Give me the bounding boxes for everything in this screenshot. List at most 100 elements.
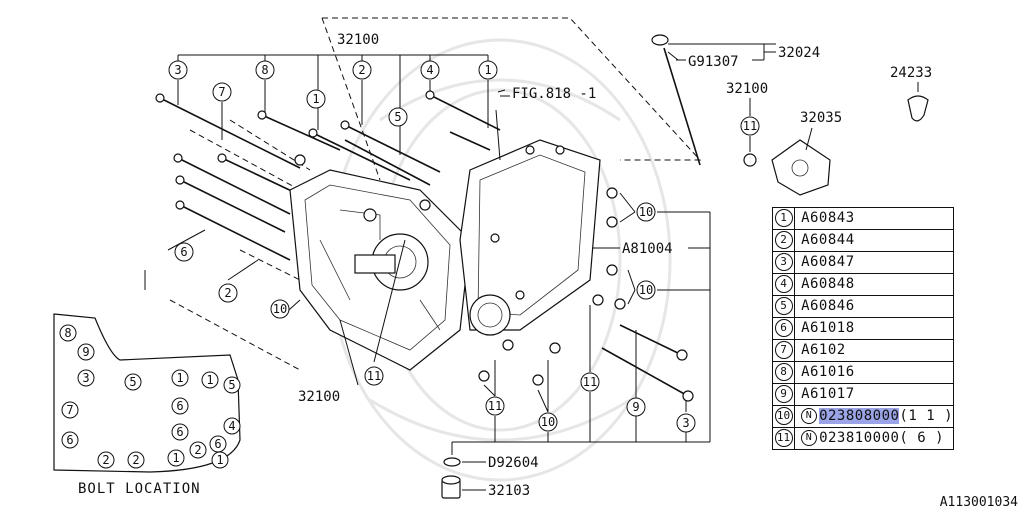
prefix-badge: N [801, 408, 818, 424]
svg-text:11: 11 [488, 399, 502, 413]
ref-number-badge: 11 [774, 429, 793, 447]
watermark [328, 38, 672, 482]
parts-row-ref: 4 [771, 273, 796, 296]
parts-row-part-number[interactable]: A61016 [794, 361, 954, 384]
callout-2-low: 2 [218, 283, 238, 303]
label-32035: 32035 [800, 110, 842, 126]
svg-text:1: 1 [484, 63, 491, 77]
ref-number-badge: 3 [774, 253, 793, 271]
svg-text:7: 7 [218, 85, 225, 99]
parts-row-ref: 5 [771, 295, 796, 318]
parts-row-ref: 7 [771, 339, 796, 362]
parts-row-part-number[interactable]: A60844 [794, 229, 954, 252]
callout-9: 9 [626, 397, 646, 417]
svg-text:11: 11 [367, 369, 381, 383]
svg-text:10: 10 [273, 302, 287, 316]
part-number-text: A6102 [801, 342, 846, 358]
svg-text:6: 6 [214, 437, 221, 451]
parts-row-ref: 8 [771, 361, 796, 384]
svg-text:1: 1 [216, 453, 223, 467]
svg-text:1: 1 [312, 92, 319, 106]
svg-text:4: 4 [228, 419, 235, 433]
label-a81004: A81004 [622, 241, 673, 257]
svg-text:2: 2 [132, 453, 139, 467]
parts-row[interactable]: 7 A6102 [771, 339, 954, 362]
svg-text:2: 2 [224, 286, 231, 300]
parts-row-part-number[interactable]: A60847 [794, 251, 954, 274]
svg-text:6: 6 [66, 433, 73, 447]
label-32100-right: 32100 [726, 81, 768, 97]
svg-text:11: 11 [743, 119, 757, 133]
parts-row[interactable]: 5 A60846 [771, 295, 954, 318]
svg-text:1: 1 [206, 373, 213, 387]
part-number-text: 023808000 [819, 408, 900, 424]
label-fig-ref: FIG.818 -1 [512, 86, 596, 102]
callout-2-top: 2 [352, 60, 372, 80]
svg-text:1: 1 [172, 451, 179, 465]
parts-row[interactable]: 4 A60848 [771, 273, 954, 296]
ref-number-badge: 4 [774, 275, 793, 293]
ref-number-badge: 8 [774, 363, 793, 381]
svg-text:4: 4 [426, 63, 433, 77]
part-quantity: (1 1 ) [899, 408, 953, 424]
parts-row-ref: 2 [771, 229, 796, 252]
parts-row-part-number[interactable]: A60846 [794, 295, 954, 318]
svg-text:10: 10 [639, 283, 653, 297]
ref-number-badge: 5 [774, 297, 793, 315]
parts-row-ref: 9 [771, 383, 796, 406]
svg-text:11: 11 [583, 375, 597, 389]
ref-number-badge: 7 [774, 341, 793, 359]
bolt-location-title: BOLT LOCATION [78, 481, 201, 497]
svg-text:1: 1 [176, 371, 183, 385]
callout-10-right-a: 10 [636, 202, 656, 222]
parts-row-part-number[interactable]: A60843 [794, 207, 954, 230]
svg-text:5: 5 [394, 110, 401, 124]
parts-row-part-number[interactable]: A6102 [794, 339, 954, 362]
label-32100-top: 32100 [337, 32, 379, 48]
transmission-case [289, 139, 601, 371]
part-number-text: A60848 [801, 276, 855, 292]
svg-text:10: 10 [541, 415, 555, 429]
parts-row-part-number[interactable]: A61018 [794, 317, 954, 340]
callout-4: 4 [420, 60, 440, 80]
parts-row-part-number[interactable]: A60848 [794, 273, 954, 296]
part-number-text: A61016 [801, 364, 855, 380]
svg-text:5: 5 [129, 375, 136, 389]
svg-text:8: 8 [261, 63, 268, 77]
callout-3-top: 3 [168, 60, 188, 80]
svg-text:6: 6 [176, 425, 183, 439]
parts-row-ref: 3 [771, 251, 796, 274]
bolt-location-markers: 8 9 3 5 1 1 5 7 6 6 4 6 6 2 2 1 2 1 [59, 324, 241, 469]
svg-text:9: 9 [632, 400, 639, 414]
bolts-group [155, 90, 694, 402]
label-32100-bottom: 32100 [298, 389, 340, 405]
parts-row[interactable]: 8 A61016 [771, 361, 954, 384]
part-number-text: A60846 [801, 298, 855, 314]
svg-text:2: 2 [102, 453, 109, 467]
callout-3-bottom: 3 [676, 413, 696, 433]
svg-text:3: 3 [682, 416, 689, 430]
parts-row-ref: 10 [771, 405, 796, 428]
svg-text:2: 2 [194, 443, 201, 457]
nuts-group [478, 187, 626, 386]
parts-row-part-number[interactable]: A61017 [794, 383, 954, 406]
ref-number-badge: 6 [774, 319, 793, 337]
callout-10-right-b: 10 [636, 280, 656, 300]
svg-text:2: 2 [358, 63, 365, 77]
bolt-location-inset: 8 9 3 5 1 1 5 7 6 6 4 6 6 2 2 1 2 1 [53, 313, 241, 473]
callout-6: 6 [174, 242, 194, 262]
image-code: A113001034 [939, 495, 1018, 510]
callout-11-bottom-b: 11 [580, 372, 600, 392]
svg-text:6: 6 [180, 245, 187, 259]
